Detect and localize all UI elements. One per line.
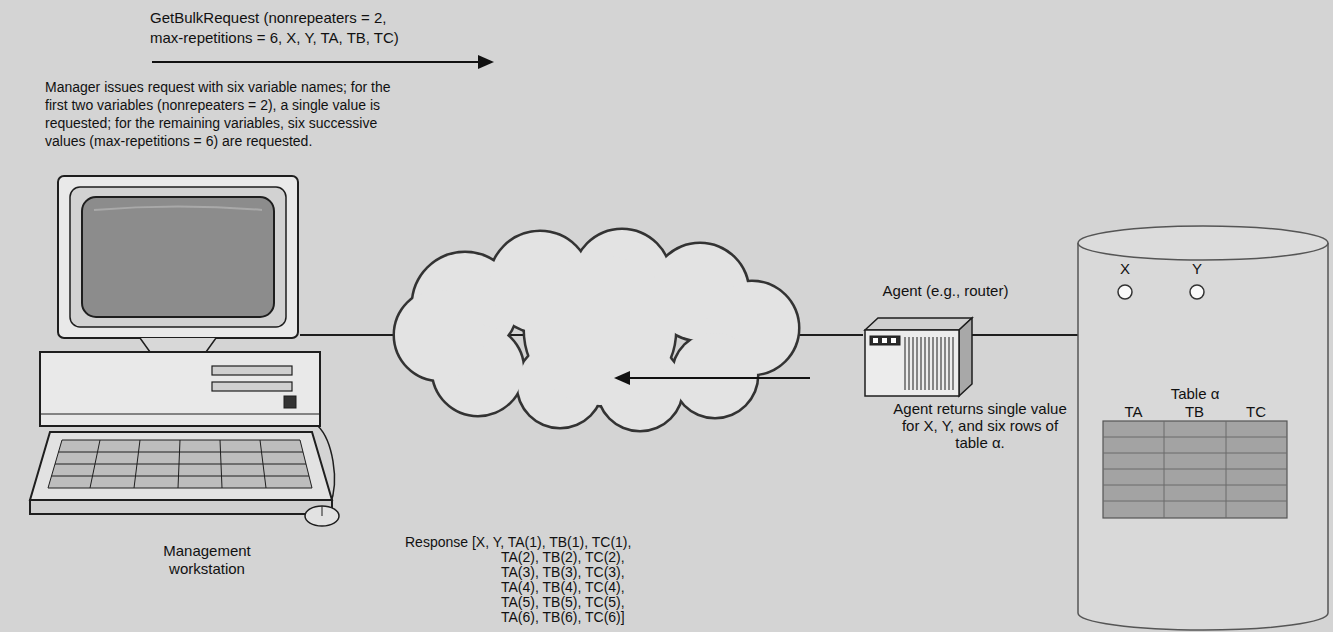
table-lines xyxy=(1103,421,1287,518)
response-arrow xyxy=(614,371,810,385)
node-label: Management workstation xyxy=(152,542,262,578)
keyboard-top xyxy=(30,432,332,500)
power-button xyxy=(284,396,296,408)
keyboard-keys xyxy=(48,440,312,488)
table-body xyxy=(1103,421,1287,518)
router-illustration xyxy=(865,318,972,396)
table-node: Table αTATBTC xyxy=(1103,385,1287,518)
request-label: GetBulkRequest (nonrepeaters = 2, max-re… xyxy=(150,8,415,48)
monitor-bezel xyxy=(70,187,286,327)
node-description: Agent returns single value for X, Y, and… xyxy=(887,400,1073,451)
column-header: TA xyxy=(1103,404,1164,420)
variable-node: X xyxy=(1110,260,1140,302)
system-unit xyxy=(40,352,320,426)
agent-node: Agent (e.g., router) Agent returns single… xyxy=(863,282,1073,455)
variable-node: Y xyxy=(1182,260,1212,302)
network-cloud xyxy=(395,230,798,430)
table-title: Table α xyxy=(1103,385,1287,403)
link-line xyxy=(972,334,1078,336)
drive-slot xyxy=(212,366,292,375)
node-heading: Agent (e.g., router) xyxy=(863,282,1028,300)
mouse-button xyxy=(322,506,323,516)
column-header: TB xyxy=(1164,404,1225,420)
router-led xyxy=(882,338,887,343)
router-panel xyxy=(870,336,900,345)
request-arrow xyxy=(152,55,494,69)
table-grid xyxy=(1103,421,1287,518)
monitor-stand xyxy=(140,338,216,352)
database-cylinder xyxy=(1078,226,1328,630)
key-lines xyxy=(52,440,310,488)
screen-glare xyxy=(94,207,262,211)
unit-trim xyxy=(40,414,320,415)
router-side xyxy=(959,318,972,396)
mouse xyxy=(305,506,339,526)
monitor-screen xyxy=(82,197,274,317)
router-front xyxy=(865,330,959,396)
workstation-node: Management workstation xyxy=(38,170,300,582)
drive-slot xyxy=(212,382,292,391)
variable-name: X xyxy=(1110,260,1140,278)
variable-name: Y xyxy=(1182,260,1212,278)
router-led xyxy=(891,338,896,343)
cylinder-top xyxy=(1078,226,1328,260)
column-header: TC xyxy=(1225,404,1287,420)
variable-dot xyxy=(1190,285,1204,299)
router-top xyxy=(865,318,972,330)
monitor-case xyxy=(58,176,298,338)
note-text: Manager issues request with six variable… xyxy=(45,78,405,150)
variable-dot xyxy=(1118,285,1132,299)
router-slots xyxy=(905,337,953,390)
keyboard-front xyxy=(30,500,332,514)
response-label: Response [X, Y, TA(1), TB(1), TC(1), TA(… xyxy=(405,535,646,625)
cylinder-body xyxy=(1078,243,1328,630)
computer-illustration xyxy=(30,176,339,526)
router-led xyxy=(873,338,878,343)
